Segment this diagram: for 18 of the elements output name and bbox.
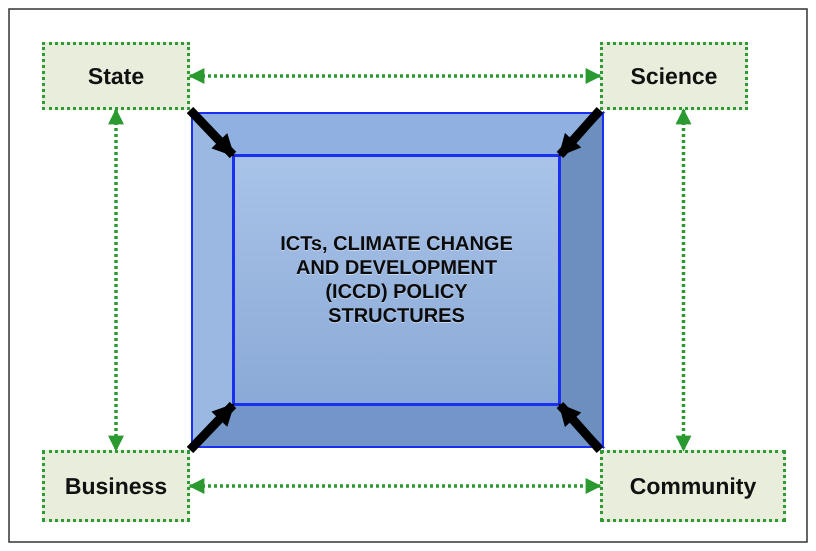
connector-arrow xyxy=(556,402,604,453)
stakeholder-box xyxy=(42,450,190,522)
node-label: ICTs, CLIMATE CHANGE AND DEVELOPMENT (ICCD) POLICY STRUCTURES xyxy=(279,232,514,328)
node-label: State xyxy=(88,62,144,90)
node-label: Community xyxy=(630,472,756,500)
connector-arrow xyxy=(186,402,236,454)
connector-arrow xyxy=(188,478,602,494)
stakeholder-box xyxy=(42,42,190,110)
node-label: Business xyxy=(64,472,168,500)
stakeholder-box xyxy=(600,450,786,522)
stakeholder-box xyxy=(600,42,748,110)
node-label: Science xyxy=(630,62,718,90)
connector-arrow xyxy=(556,107,604,158)
connector-arrow xyxy=(186,106,236,158)
central-panel xyxy=(233,155,560,405)
connector-arrow xyxy=(676,108,692,452)
connector-arrow xyxy=(188,68,602,84)
connector-arrow xyxy=(108,108,124,452)
